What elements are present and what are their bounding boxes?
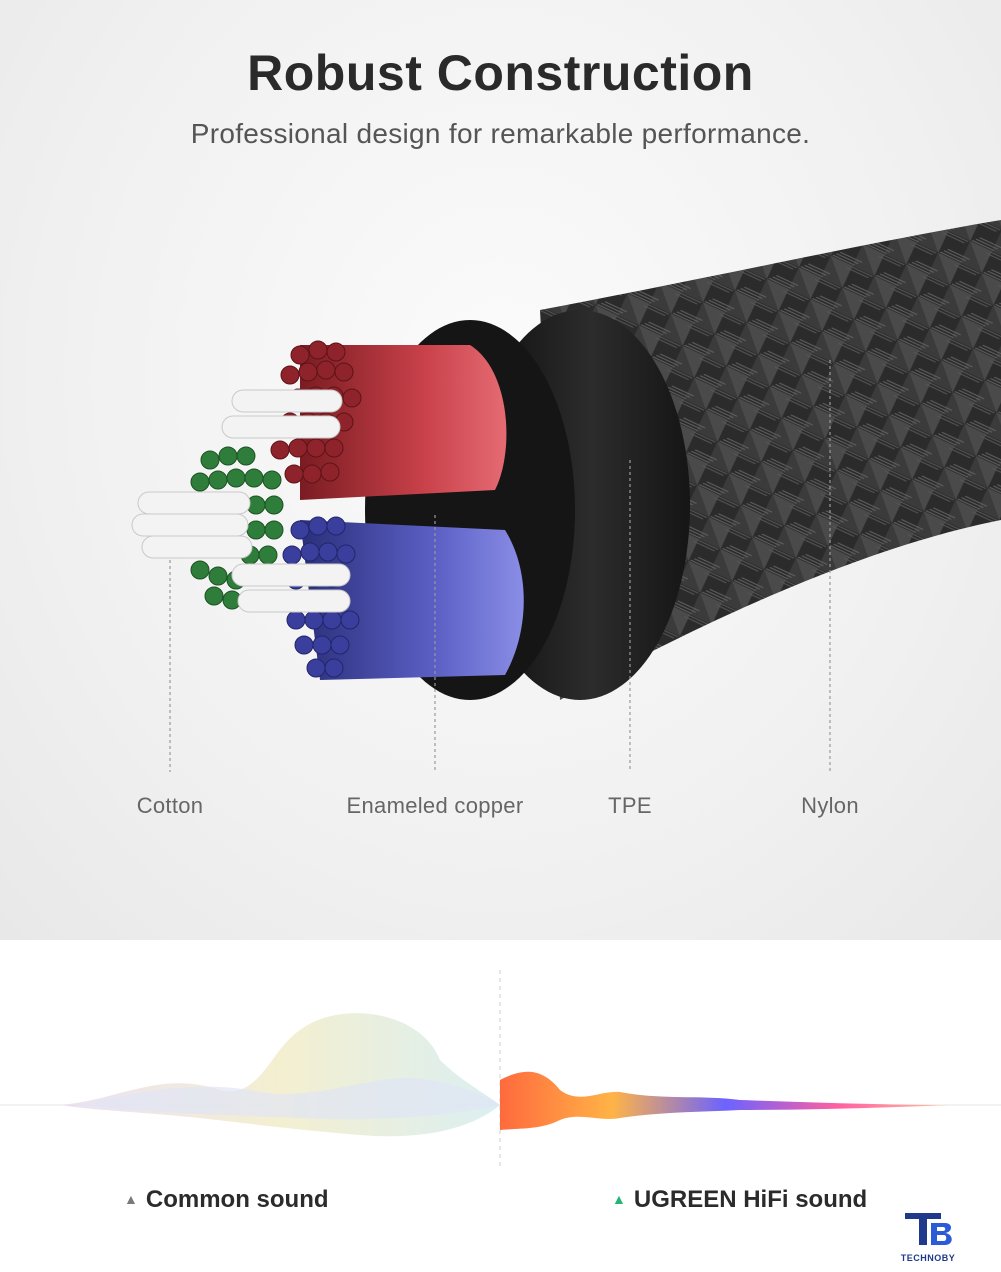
triangle-icon: ▲ bbox=[612, 1191, 626, 1207]
cotton-fillers bbox=[131, 389, 351, 613]
sound-wave-illustration bbox=[0, 970, 1001, 1170]
layer-label-nylon: Nylon bbox=[801, 793, 859, 818]
red-wire-bundle bbox=[300, 345, 507, 500]
common-sound-label: ▲Common sound bbox=[124, 1186, 329, 1213]
layer-label-cotton: Cotton bbox=[136, 793, 204, 818]
common-sound-wave bbox=[60, 1013, 500, 1137]
technoby-logo: TECHNOBY bbox=[893, 1205, 963, 1265]
green-wire-bundle bbox=[190, 446, 284, 610]
triangle-icon: ▲ bbox=[124, 1191, 138, 1207]
sound-comparison-panel: ▲Common sound ▲UGREEN HiFi sound bbox=[0, 940, 1001, 1272]
page-title: Robust Construction bbox=[247, 45, 754, 101]
leader-lines bbox=[169, 360, 831, 772]
watermark-text: TECHNOBY bbox=[900, 1253, 956, 1263]
construction-panel: Robust Construction Professional design … bbox=[0, 0, 1001, 940]
hifi-sound-label: ▲UGREEN HiFi sound bbox=[612, 1186, 868, 1213]
cable-cross-section-illustration bbox=[131, 220, 1001, 772]
layer-label-tpe: TPE bbox=[608, 793, 652, 818]
hifi-sound-wave bbox=[500, 1071, 950, 1130]
blue-wire-bundle bbox=[300, 520, 524, 680]
layer-label-enameled-copper: Enameled copper bbox=[346, 793, 524, 818]
page-subtitle: Professional design for remarkable perfo… bbox=[190, 118, 811, 149]
